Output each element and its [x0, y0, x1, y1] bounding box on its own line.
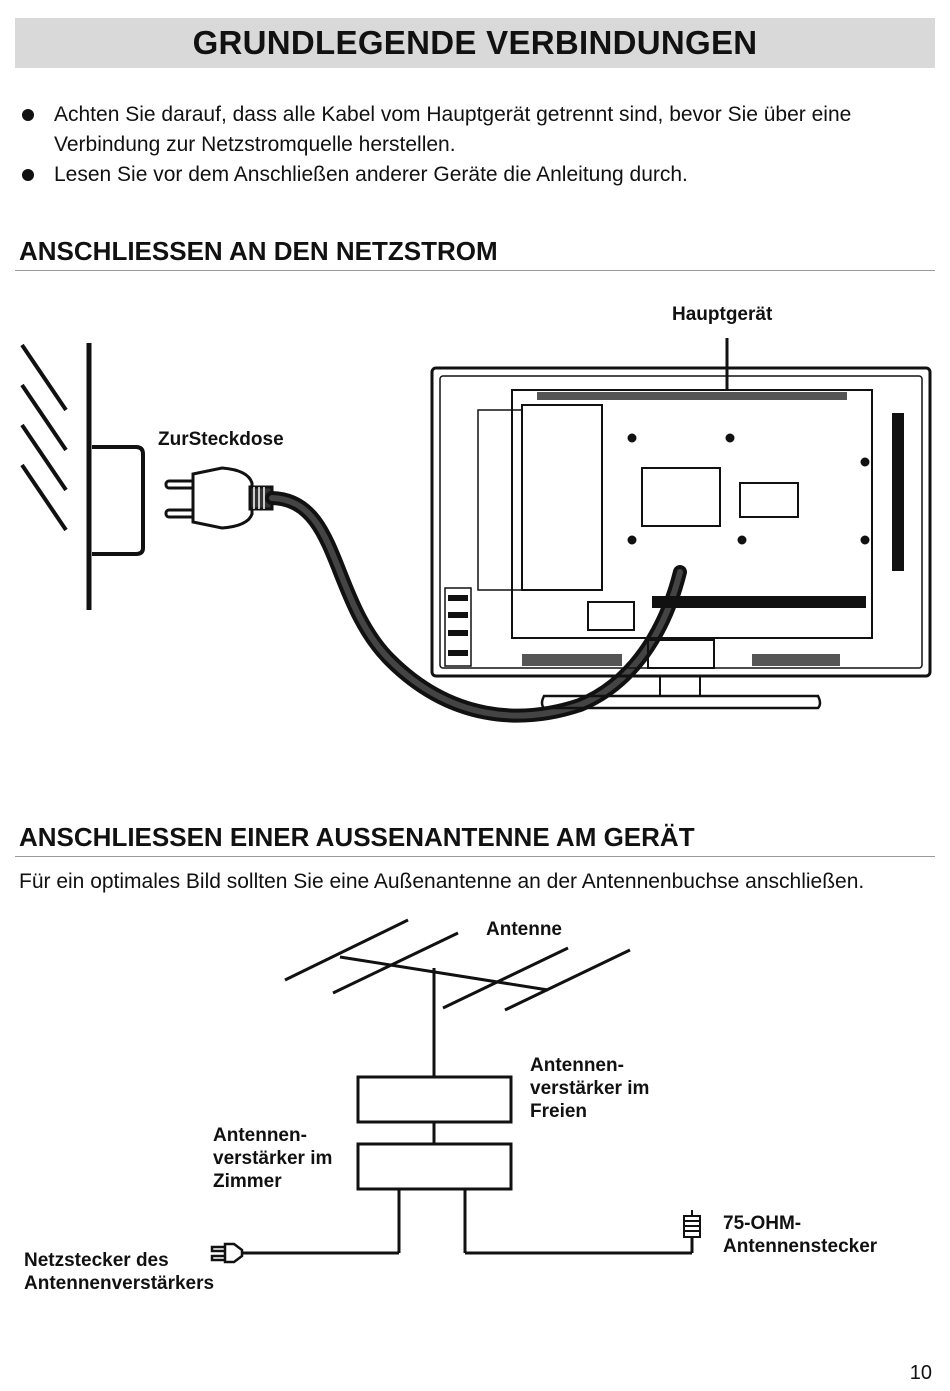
- antenna-icon: [284, 918, 631, 1077]
- title-bar: GRUNDLEGENDE VERBINDUNGEN: [15, 18, 935, 68]
- antenna-section-heading: ANSCHLIESSEN EINER AUSSENANTENNE AM GERÄ…: [15, 822, 935, 857]
- wall-icon: [20, 343, 92, 610]
- page-number: 10: [909, 1362, 932, 1384]
- amplifier-plug-label: Netzstecker des Antennenverstärkers: [24, 1250, 215, 1294]
- power-connection-diagram: [20, 338, 932, 723]
- outdoor-amplifier-box: [356, 1075, 513, 1124]
- instruction-item: Achten Sie darauf, dass alle Kabel vom H…: [20, 100, 930, 160]
- page-title: GRUNDLEGENDE VERBINDUNGEN: [192, 24, 758, 61]
- indoor-amplifier-box: [356, 1142, 513, 1191]
- instruction-list: Achten Sie darauf, dass alle Kabel vom H…: [20, 100, 930, 190]
- antenna-intro-text: Für ein optimales Bild sollten Sie eine …: [19, 870, 865, 893]
- instruction-item: Lesen Sie vor dem Anschließen anderer Ge…: [20, 160, 930, 190]
- amplifier-plug-icon: [210, 1242, 244, 1264]
- wall-socket-icon: [92, 445, 145, 556]
- socket-label: ZurSteckdose: [158, 429, 284, 450]
- antenna-label: Antenne: [486, 919, 562, 940]
- coax-connector-icon: [683, 1210, 701, 1238]
- tv-back-icon: [430, 338, 932, 710]
- amplifier-boxes: [242, 1075, 694, 1255]
- power-plug-icon: [164, 466, 274, 530]
- connector-label: 75-OHM- Antennenstecker: [723, 1213, 878, 1257]
- outdoor-amplifier-label: Antennen- verstärker im Freien: [530, 1055, 650, 1122]
- antenna-connection-diagram: [210, 918, 701, 1264]
- power-section-heading: ANSCHLIESSEN AN DEN NETZSTROM: [15, 236, 935, 271]
- indoor-amplifier-label: Antennen- verstärker im Zimmer: [213, 1125, 333, 1192]
- main-unit-label: Hauptgerät: [672, 304, 773, 325]
